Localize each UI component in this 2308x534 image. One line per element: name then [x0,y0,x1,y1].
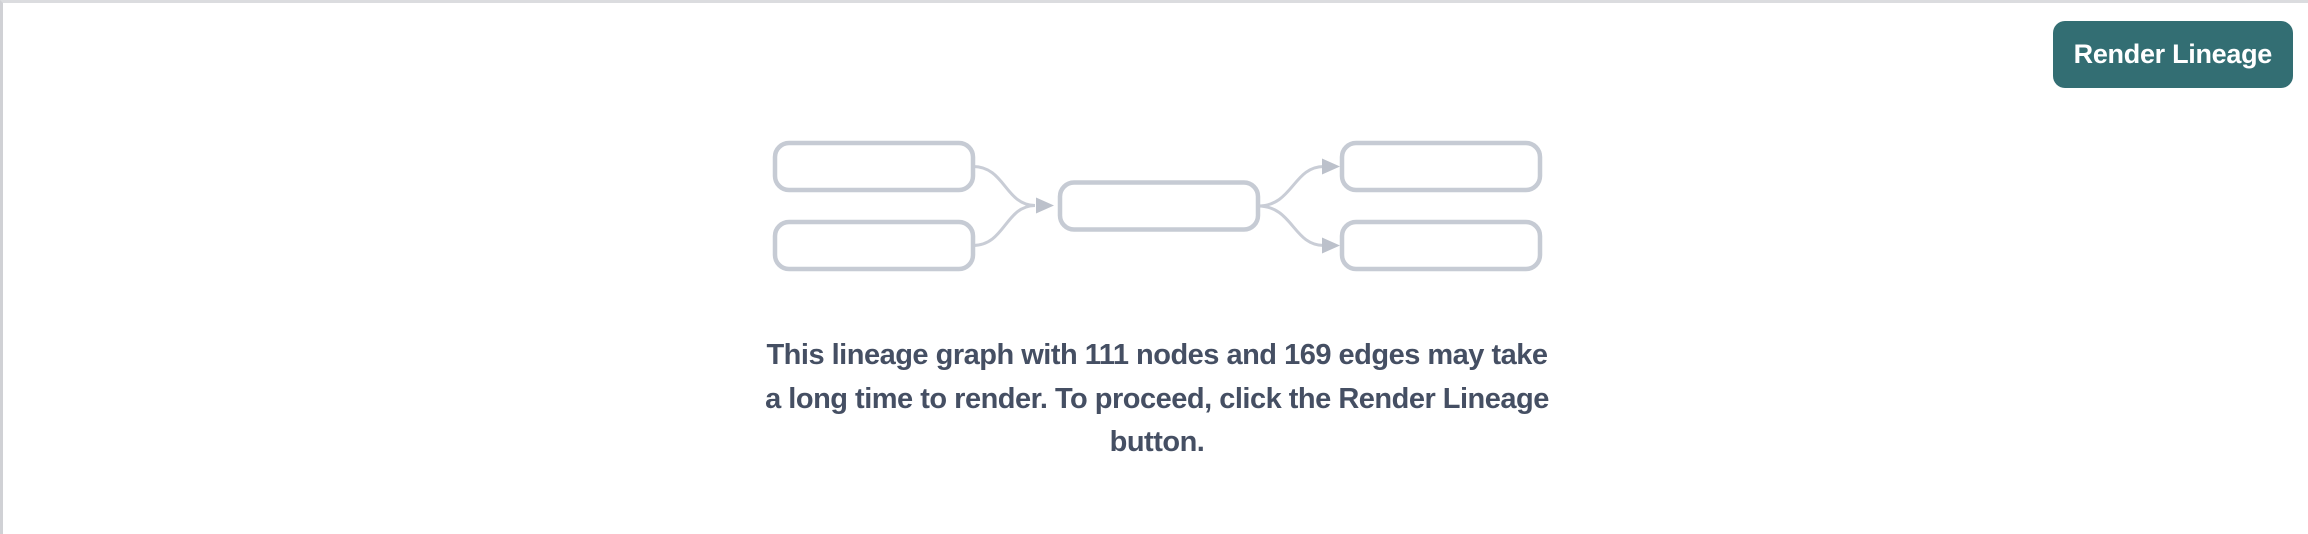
placeholder-node [772,219,976,272]
message-line-1: This lineage graph with 111 nodes and 16… [766,339,1548,371]
lineage-graph-placeholder-icon [772,140,1543,272]
placeholder-node [772,140,976,193]
message-line-2: a long time to render. To proceed, click… [765,382,1549,415]
lineage-warning-message: This lineage graph with 111 nodes and 16… [3,334,2308,465]
placeholder-node [1339,219,1543,272]
placeholder-nodes [772,140,1543,272]
render-lineage-button[interactable]: Render Lineage [2052,21,2293,88]
placeholder-node [1339,140,1543,193]
message-line-3: button. [1109,426,1205,458]
placeholder-edges [972,158,1340,254]
placeholder-node [1057,180,1261,232]
